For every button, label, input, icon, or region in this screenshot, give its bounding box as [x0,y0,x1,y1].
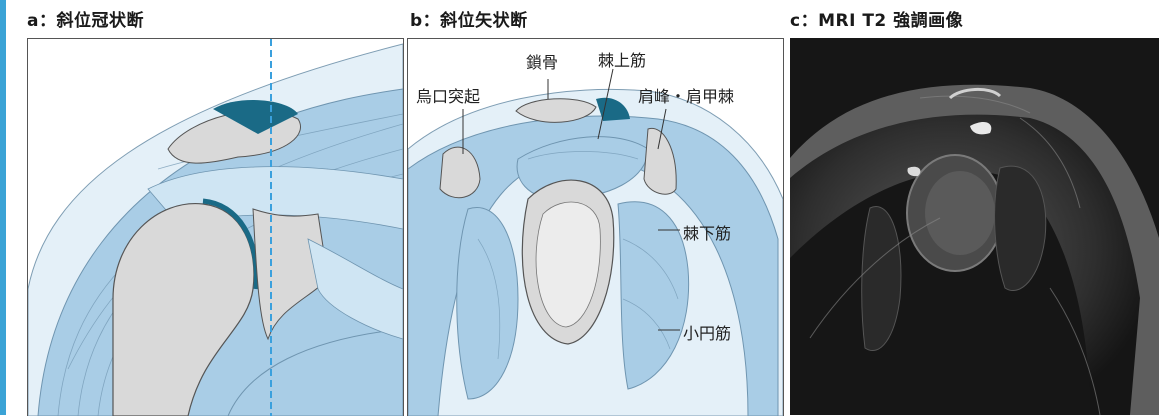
panel-b-sagittal-illustration: 鎖骨 棘上筋 烏口突起 肩峰・肩甲棘 棘下筋 小円筋 [407,38,784,416]
left-accent-bar [0,0,6,415]
label-infraspinatus: 棘下筋 [683,224,732,243]
label-teres-minor: 小円筋 [683,324,732,343]
label-supraspinatus: 棘上筋 [598,51,647,70]
panel-a-title: a：斜位冠状断 [27,11,144,31]
panel-a-coronal-illustration [27,38,404,416]
panel-c-title: c：MRI T2 強調画像 [790,11,964,31]
panel-c-mri-image [790,38,1159,415]
label-clavicle: 鎖骨 [526,53,559,72]
panel-b-title: b：斜位矢状断 [410,11,528,31]
label-coracoid: 烏口突起 [416,87,481,106]
label-acromion-spine: 肩峰・肩甲棘 [638,87,735,106]
